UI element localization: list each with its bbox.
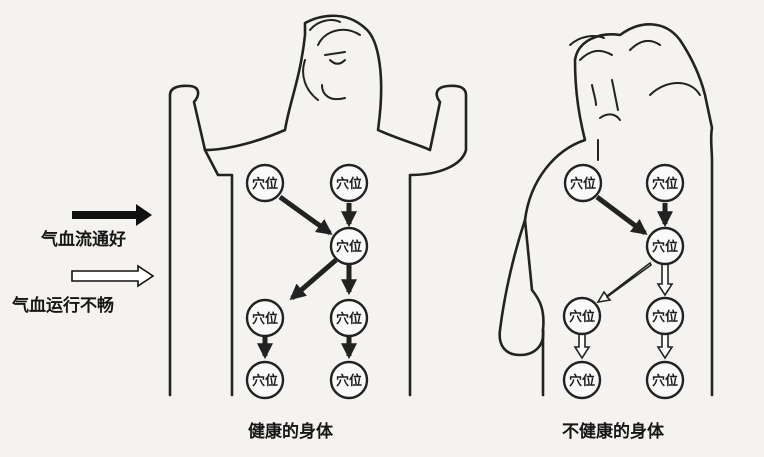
- arrow-poor: [596, 261, 653, 304]
- arrow-poor: [573, 333, 591, 360]
- healthy-caption: 健康的身体: [248, 422, 333, 442]
- acupoint-label: 穴位: [336, 176, 362, 192]
- legend-poor-flow-label: 气血运行不畅: [12, 296, 114, 316]
- arrow-good: [278, 194, 333, 236]
- legend-poor-arrow-icon: [71, 264, 155, 288]
- unhealthy-acupoints: 穴位穴位穴位穴位穴位穴位穴位: [562, 163, 685, 400]
- healthy-acupoint-node: 穴位: [245, 360, 285, 400]
- unhealthy-acupoint-node: 穴位: [562, 296, 602, 336]
- acupoint-label: 穴位: [569, 309, 595, 325]
- healthy-body-outline: [168, 14, 468, 397]
- acupoint-label: 穴位: [336, 239, 362, 255]
- unhealthy-caption: 不健康的身体: [562, 422, 664, 442]
- unhealthy-body-outline: [523, 23, 714, 397]
- acupoint-label: 穴位: [252, 373, 278, 389]
- acupoint-label: 穴位: [652, 176, 678, 192]
- arrow-poor: [656, 333, 674, 360]
- healthy-acupoint-node: 穴位: [329, 298, 369, 338]
- legend-good-flow-label: 气血流通好: [41, 230, 126, 250]
- arrow-good: [595, 195, 648, 235]
- healthy-acupoint-node: 穴位: [329, 226, 369, 266]
- arrow-poor: [656, 262, 674, 297]
- healthy-flow-arrows: [256, 194, 358, 360]
- unhealthy-acupoint-node: 穴位: [562, 360, 602, 400]
- acupoint-label: 穴位: [252, 311, 278, 327]
- unhealthy-acupoint-node: 穴位: [645, 360, 685, 400]
- acupoint-label: 穴位: [652, 373, 678, 389]
- healthy-figure: [168, 14, 468, 397]
- healthy-acupoints: 穴位穴位穴位穴位穴位穴位穴位: [245, 163, 369, 400]
- legend-good-arrow-icon: [72, 204, 152, 226]
- healthy-acupoint-node: 穴位: [245, 163, 285, 203]
- unhealthy-figure: [498, 23, 714, 397]
- healthy-acupoint-node: 穴位: [245, 298, 285, 338]
- acupoint-label: 穴位: [569, 373, 595, 389]
- unhealthy-acupoint-node: 穴位: [645, 163, 685, 203]
- unhealthy-flow-arrows: [573, 195, 674, 360]
- healthy-acupoint-node: 穴位: [329, 163, 369, 203]
- healthy-acupoint-node: 穴位: [329, 360, 369, 400]
- unhealthy-acupoint-node: 穴位: [645, 296, 685, 336]
- acupoint-label: 穴位: [652, 309, 678, 325]
- legend: [71, 204, 155, 288]
- arrow-good: [289, 258, 338, 301]
- acupoint-label: 穴位: [336, 311, 362, 327]
- unhealthy-acupoint-node: 穴位: [563, 163, 603, 203]
- acupoint-label: 穴位: [570, 176, 596, 192]
- acupoint-label: 穴位: [652, 239, 678, 255]
- unhealthy-acupoint-node: 穴位: [645, 226, 685, 266]
- acupoint-label: 穴位: [336, 373, 362, 389]
- acupoint-label: 穴位: [252, 176, 278, 192]
